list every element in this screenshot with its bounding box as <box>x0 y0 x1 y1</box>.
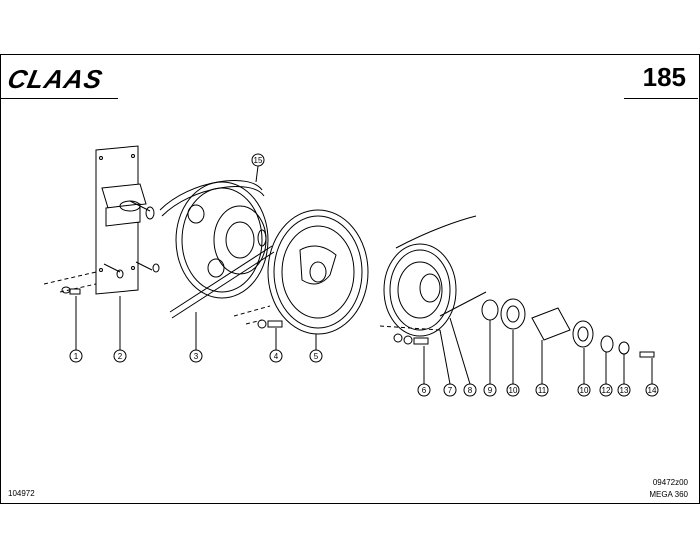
callout-label-8: 8 <box>468 386 473 395</box>
bolt-4 <box>233 305 283 329</box>
callout-11 <box>535 383 549 397</box>
callout-14 <box>645 383 659 397</box>
callout-9 <box>483 383 497 397</box>
callout-label-9: 9 <box>488 386 493 395</box>
callout-5 <box>309 349 323 363</box>
callout-3 <box>189 349 203 363</box>
page-number: 185 <box>642 62 686 92</box>
callout-label-11: 11 <box>538 386 547 395</box>
callout-10 <box>506 383 520 397</box>
callout-8 <box>463 383 477 397</box>
callout-label-10: 10 <box>509 386 518 395</box>
brand-underline <box>0 98 118 99</box>
callout-15 <box>251 153 265 167</box>
belt-8 <box>395 215 487 317</box>
driven-pulley <box>267 209 369 335</box>
callout-13 <box>617 383 631 397</box>
callout-label-13: 13 <box>620 386 629 395</box>
callout-1 <box>69 349 83 363</box>
seal-9 <box>481 299 499 321</box>
idler-pulley <box>379 243 457 337</box>
callout-12 <box>599 383 613 397</box>
callout-label-5: 5 <box>314 352 319 361</box>
mounting-bracket <box>43 145 160 295</box>
drawing-code: 09472z00 <box>652 478 688 487</box>
callout-circles <box>69 153 659 397</box>
bolt-1 <box>61 286 81 295</box>
callout-label-1: 1 <box>74 352 79 361</box>
page-number-underline <box>624 98 698 99</box>
machine-model: MEGA 360 <box>649 490 688 499</box>
bolt-6 <box>393 333 429 345</box>
callout-label-3: 3 <box>194 352 199 361</box>
callout-4 <box>269 349 283 363</box>
bearing-stack <box>481 298 655 358</box>
washer-13 <box>618 341 630 355</box>
callout-label-6: 6 <box>422 386 427 395</box>
callout-10b <box>577 383 591 397</box>
callout-label-14: 14 <box>648 386 657 395</box>
callout-label-15: 15 <box>254 156 263 165</box>
callout-label-10b: 10 <box>580 386 589 395</box>
callout-label-12: 12 <box>602 386 611 395</box>
drive-pulley <box>175 181 269 299</box>
spacer-11 <box>531 307 571 341</box>
bolt-14 <box>639 351 655 358</box>
callout-label-7: 7 <box>448 386 453 395</box>
callout-7 <box>443 383 457 397</box>
bearing-10b <box>572 320 594 348</box>
bearing-10 <box>500 298 526 330</box>
callout-2 <box>113 349 127 363</box>
leader-lines <box>75 165 653 385</box>
callout-6 <box>417 383 431 397</box>
drawing-reference: 104972 <box>8 489 35 498</box>
callout-label-4: 4 <box>274 352 279 361</box>
seal-12 <box>600 335 614 353</box>
callout-label-2: 2 <box>118 352 123 361</box>
